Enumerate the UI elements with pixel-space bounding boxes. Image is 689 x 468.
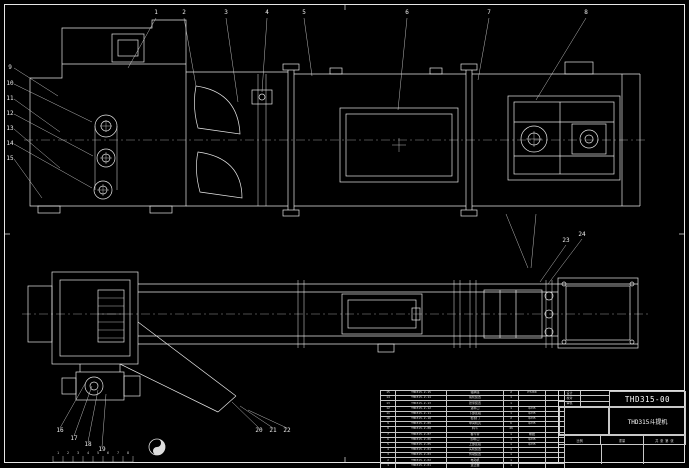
ruler-number: 4 (86, 451, 90, 455)
part-callout: 4 (265, 9, 269, 16)
bom-no: 1 (380, 462, 396, 468)
part-callout: 6 (405, 9, 409, 16)
casing-flange-2 (460, 63, 478, 217)
part-callout: 24 (578, 231, 586, 238)
plan-access-door (341, 293, 423, 353)
bom-remark (545, 462, 565, 468)
plan-flanges (297, 280, 553, 348)
field-label: 审核 (559, 401, 581, 406)
part-callout: 21 (269, 427, 277, 434)
part-callout: 22 (283, 427, 291, 434)
part-callout: 9 (8, 64, 12, 71)
bom-table: 15 THD315-2-15 轴承座 2 HT200 14 THD315-2-1… (380, 389, 565, 468)
leader-lines (13, 17, 587, 448)
belt-lines (257, 74, 267, 206)
drawing-number: THD315-00 (609, 391, 686, 407)
part-callout: 17 (70, 435, 78, 442)
part-callout: 12 (6, 110, 14, 117)
part-callout: 5 (302, 9, 306, 16)
title-block-field-row: 校对 (559, 396, 609, 402)
title-block-field-row: 设计 (559, 391, 609, 397)
part-callout: 3 (224, 9, 228, 16)
part-callout: 14 (6, 140, 14, 147)
head-foot-left (37, 205, 61, 214)
bom-name: 逆止器 (446, 462, 504, 468)
field-label: 设计 (559, 391, 581, 396)
bom-row: 1 THD315-2-01 逆止器 1 (380, 462, 565, 468)
part-callout: 16 (56, 427, 64, 434)
vent-box (564, 61, 594, 75)
title-block-fields: 设计 校对 审核 (559, 391, 609, 407)
plan-boot (483, 277, 639, 349)
buckets (194, 74, 273, 206)
bottom-label: 比例 (559, 436, 602, 444)
plan-head-block (27, 271, 139, 365)
title-block-divider (643, 445, 644, 464)
ruler-number: 7 (116, 451, 120, 455)
part-callout: 1 (154, 9, 158, 16)
title-block-field-row: 审核 (559, 401, 609, 407)
field-label: 校对 (559, 396, 581, 401)
title-block-blank (559, 407, 609, 435)
drive-motor (61, 364, 141, 401)
bottom-label: 共 张 第 张 (644, 436, 686, 444)
top-view (24, 19, 648, 217)
bom-material (518, 462, 546, 468)
parts-list: 15 THD315-2-15 轴承座 2 HT200 14 THD315-2-1… (380, 389, 565, 468)
title-block-divider (601, 445, 602, 464)
head-panel (111, 33, 145, 63)
bom-code: THD315-2-01 (395, 462, 447, 468)
ruler-number: 8 (126, 451, 130, 455)
border-frame (4, 4, 685, 463)
bom-body: 15 THD315-2-15 轴承座 2 HT200 14 THD315-2-1… (380, 389, 565, 468)
part-callout: 13 (6, 125, 14, 132)
part-callout: 23 (562, 237, 570, 244)
casing-flange-1 (282, 63, 300, 217)
drive-sprockets (93, 114, 118, 200)
ruler-number: 6 (106, 451, 110, 455)
boot-section (472, 61, 641, 207)
bom-qty: 1 (503, 462, 519, 468)
discharge-hopper (119, 321, 237, 413)
stamp-logo (148, 438, 166, 456)
part-callout: 20 (255, 427, 263, 434)
scale-ruler (52, 456, 134, 463)
part-callout: 8 (584, 9, 588, 16)
title-block: 设计 校对 审核 THD315-00 THD315斗提机 (558, 390, 686, 464)
ruler-number: 3 (76, 451, 80, 455)
part-callout: 10 (6, 80, 14, 87)
part-callout: 18 (84, 441, 92, 448)
bottom-view (22, 271, 650, 413)
drawing-title: THD315斗提机 (609, 407, 686, 435)
part-callout: 15 (6, 155, 14, 162)
bom-row: 5 THD315-2-05 上部区段 1 Q235 (380, 441, 565, 449)
part-callout: 11 (6, 95, 14, 102)
ruler-number: 1 (56, 451, 60, 455)
title-block-bottom-labels: 比例 重量 共 张 第 张 (559, 435, 686, 445)
part-callout: 19 (98, 446, 106, 453)
part-callout: 7 (487, 9, 491, 16)
bottom-label: 重量 (601, 436, 644, 444)
ruler-number: 5 (96, 451, 100, 455)
head-foot-right (149, 205, 173, 214)
ruler-number: 2 (66, 451, 70, 455)
inspection-door (339, 107, 459, 183)
head-housing (29, 19, 187, 207)
part-callout: 2 (182, 9, 186, 16)
